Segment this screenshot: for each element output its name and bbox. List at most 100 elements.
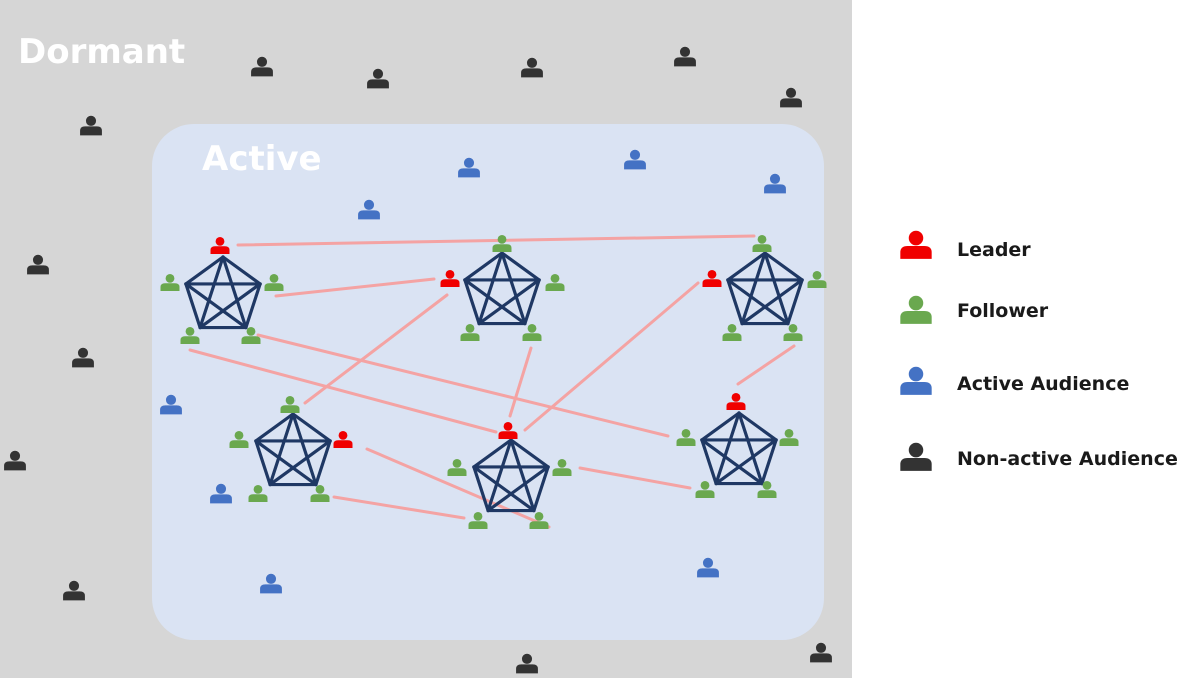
community-clique [463, 251, 541, 326]
follower-icon [460, 324, 480, 341]
community-link [256, 333, 670, 438]
leader-icon [702, 270, 722, 287]
clique-edge [700, 438, 718, 486]
clique-edge [486, 465, 550, 513]
legend: Leader Follower Active Audience Non-acti… [900, 230, 1178, 471]
non-active-audience-icon [516, 653, 538, 674]
community-clique [726, 251, 804, 326]
community-link [365, 447, 551, 529]
clique-edge [700, 438, 764, 486]
clique-edge [500, 251, 541, 282]
non-active-audience-icon [27, 254, 49, 275]
non-active-audience-icon [521, 57, 543, 78]
community-link [188, 348, 498, 434]
clique-edge [463, 278, 481, 326]
clique-edge [760, 438, 778, 486]
non-active-audience-icon [80, 115, 102, 136]
clique-edge [221, 255, 248, 330]
non-active-audience-icon [63, 580, 85, 601]
leader-icon [726, 393, 746, 410]
follower-icon [229, 431, 249, 448]
clique-edge [726, 251, 767, 282]
clique-edge [291, 412, 318, 487]
clique-edge [763, 251, 804, 282]
follower-icon [779, 429, 799, 446]
clique-edge [291, 412, 332, 443]
clique-edge [740, 251, 767, 326]
clique-edge [763, 251, 790, 326]
non-active-audience-icon [251, 56, 273, 77]
non-active-audience-icon [810, 642, 832, 663]
clique-edge [509, 438, 550, 469]
clique-edge [737, 411, 764, 486]
follower-icon [722, 324, 742, 341]
follower-icon [676, 429, 696, 446]
clique-edge [737, 411, 778, 442]
active-audience-icon [624, 149, 646, 170]
clique-edge [500, 251, 527, 326]
legend-label-follower: Follower [957, 300, 1049, 322]
follower-icon [807, 271, 827, 288]
clique-edge [786, 278, 804, 326]
non-active-audience-icon [780, 87, 802, 108]
community-link [332, 495, 466, 520]
clique-edge [477, 251, 504, 326]
clique-edge [472, 438, 513, 469]
community-clique [254, 412, 332, 487]
inter-community-links [188, 234, 796, 529]
community-clique [472, 438, 550, 513]
community-link [578, 466, 692, 490]
clique-edge [714, 411, 741, 486]
clique-edge [463, 251, 504, 282]
community-link [274, 277, 436, 298]
follower-icon [529, 512, 549, 529]
community-clique [700, 411, 778, 486]
legend-label-leader: Leader [957, 239, 1031, 261]
non-active-audience-icon [674, 46, 696, 67]
community-link [236, 234, 756, 247]
clique-edge [523, 278, 541, 326]
active-audience-icon [697, 557, 719, 578]
people [4, 46, 832, 674]
active-audience-icon [260, 573, 282, 594]
active-audience-icon [358, 199, 380, 220]
clique-edge [254, 412, 295, 443]
legend-leader-icon [900, 230, 932, 259]
clique-edge [184, 282, 248, 330]
clique-edge [314, 439, 332, 487]
follower-icon [180, 327, 200, 344]
clique-edge [198, 255, 225, 330]
clique-edge [700, 411, 741, 442]
follower-icon [468, 512, 488, 529]
community-link [508, 346, 533, 418]
clique-edge [184, 282, 202, 330]
active-label: Active [202, 139, 322, 179]
legend-label-non-active-audience: Non-active Audience [957, 448, 1178, 470]
follower-icon [280, 396, 300, 413]
follower-icon [248, 485, 268, 502]
follower-icon [552, 459, 572, 476]
clique-edge [254, 439, 272, 487]
legend-follower-icon [900, 295, 932, 324]
community-clique [184, 255, 262, 330]
community-link [303, 293, 449, 405]
leader-icon [210, 237, 230, 254]
clique-edge [477, 278, 541, 326]
follower-icon [545, 274, 565, 291]
clique-edge [486, 438, 513, 513]
dormant-label: Dormant [18, 32, 185, 72]
clique-edge [740, 278, 804, 326]
legend-non-active-audience-icon [900, 442, 932, 471]
active-region [152, 124, 824, 640]
follower-icon [522, 324, 542, 341]
clique-edge [532, 465, 550, 513]
non-active-audience-icon [72, 347, 94, 368]
active-audience-icon [160, 394, 182, 415]
non-active-audience-icon [4, 450, 26, 471]
active-audience-icon [210, 483, 232, 504]
legend-active-audience-icon [900, 366, 932, 395]
non-active-audience-icon [367, 68, 389, 89]
clique-edge [726, 278, 790, 326]
clique-edge [472, 465, 490, 513]
